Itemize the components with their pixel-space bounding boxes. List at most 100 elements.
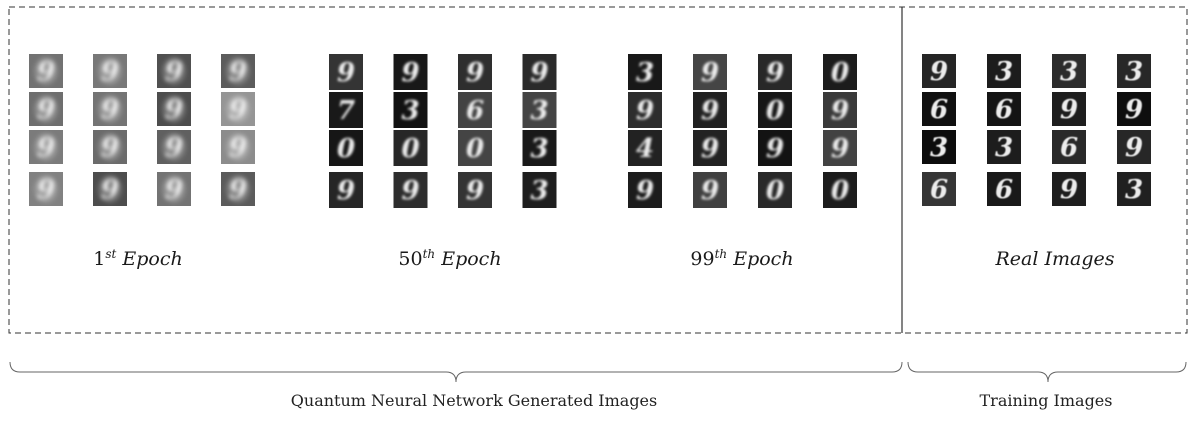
label-rest: Real Images — [994, 248, 1114, 270]
digit-tile-bg — [1052, 92, 1086, 126]
panel-label-real: Real Images — [994, 248, 1114, 270]
digit-glyph: 9 — [766, 134, 784, 164]
digit-glyph: 9 — [701, 134, 719, 164]
digit-tile-bg — [458, 172, 492, 208]
digit-halo — [162, 175, 186, 203]
digit-tile-bg — [987, 92, 1021, 126]
digit-tile: 0 — [823, 54, 857, 90]
digit-glyph: 0 — [337, 134, 355, 164]
digit-glyph: 9 — [401, 58, 419, 88]
digit-tile-bg — [393, 172, 428, 208]
digit-tile: 9 — [458, 54, 492, 90]
digit-glyph: 9 — [831, 134, 849, 164]
digit-halo — [226, 95, 250, 123]
label-sup: th — [715, 247, 728, 261]
digit-glyph: 6 — [930, 95, 948, 125]
digit-tile: 9 — [1117, 130, 1151, 164]
digit-tile: 9 — [758, 54, 792, 90]
digit-glyph: 6 — [995, 95, 1013, 125]
digit-glyph: 0 — [831, 176, 849, 206]
digit-tile-bg — [393, 54, 428, 90]
digit-tile-bg — [693, 54, 727, 90]
digit-tile: 9 — [93, 92, 127, 126]
digit-tile-bg — [628, 172, 662, 208]
digit-tile: 9 — [693, 92, 727, 128]
digit-tile: 6 — [987, 92, 1021, 126]
digit-tile-bg — [922, 130, 956, 164]
digit-tile: 9 — [1052, 92, 1086, 126]
digit-glyph: 9 — [337, 58, 355, 88]
digit-glyph: 7 — [337, 96, 355, 126]
digit-tile: 9 — [29, 130, 63, 164]
digit-glyph: 9 — [1060, 95, 1078, 125]
digit-halo — [34, 133, 58, 161]
digit-tile: 3 — [1117, 172, 1151, 206]
digit-glyph: 9 — [636, 176, 654, 206]
digit-halo — [226, 57, 250, 85]
digit-tile-bg — [693, 92, 727, 128]
digit-tile: 9 — [157, 54, 191, 88]
digit-tile-bg — [823, 130, 857, 166]
label-sup: th — [423, 247, 436, 261]
panel-label-epoch-1: 1st Epoch — [93, 247, 182, 270]
digit-glyph: 3 — [530, 176, 548, 206]
digit-tile: 9 — [29, 92, 63, 126]
digit-tile: 9 — [93, 172, 127, 206]
digit-halo — [226, 133, 250, 161]
digit-halo — [98, 175, 122, 203]
digit-glyph: 3 — [636, 58, 654, 88]
digit-glyph: 9 — [337, 176, 355, 206]
digit-tile-bg — [329, 172, 363, 208]
panel-label-epoch-99: 99th Epoch — [690, 247, 793, 270]
digit-tile: 9 — [221, 130, 255, 164]
digit-tile-bg — [329, 130, 363, 166]
digit-tile: 6 — [922, 172, 956, 206]
label-rest: Epoch — [116, 248, 182, 270]
digit-tile-bg — [823, 172, 857, 208]
digit-tile: 9 — [93, 130, 127, 164]
label-rest: Epoch — [435, 248, 501, 270]
digit-tile-bg — [628, 54, 662, 90]
digit-tile: 9 — [221, 92, 255, 126]
digit-tile-bg — [628, 92, 662, 128]
digit-glyph: 9 — [530, 58, 548, 88]
digit-tile-bg — [823, 92, 857, 128]
digit-tile: 0 — [329, 130, 363, 166]
label-sup: st — [105, 247, 116, 261]
digit-tile-bg — [522, 92, 557, 128]
digit-tile: 3 — [522, 130, 557, 166]
digit-halo — [98, 133, 122, 161]
digit-tile: 9 — [1052, 172, 1086, 206]
digit-tile: 3 — [1052, 54, 1086, 88]
digit-tile-bg — [329, 54, 363, 90]
digit-tile-bg — [987, 54, 1021, 88]
digit-tile-bg — [458, 54, 492, 90]
digit-tile-bg — [458, 92, 492, 128]
digit-glyph: 9 — [466, 58, 484, 88]
digit-tile-bg — [628, 130, 662, 166]
digit-tile: 9 — [458, 172, 492, 208]
digit-tile: 9 — [693, 130, 727, 166]
digit-glyph: 4 — [636, 134, 654, 164]
digit-tile: 7 — [329, 92, 363, 128]
digit-glyph: 9 — [766, 58, 784, 88]
digit-tile-bg — [922, 172, 956, 206]
digit-halo — [98, 57, 122, 85]
digit-glyph: 3 — [995, 133, 1013, 163]
digit-glyph: 9 — [1125, 133, 1143, 163]
digit-tile-bg — [393, 92, 428, 128]
digit-halo — [162, 57, 186, 85]
digit-glyph: 9 — [1125, 95, 1143, 125]
digit-tile-bg — [1052, 54, 1086, 88]
digit-tile: 9 — [93, 54, 127, 88]
digit-tile: 4 — [628, 130, 662, 166]
digit-tile: 6 — [987, 172, 1021, 206]
digit-tile: 9 — [758, 130, 792, 166]
digit-tile: 3 — [922, 130, 956, 164]
digit-tile-bg — [1117, 54, 1151, 88]
